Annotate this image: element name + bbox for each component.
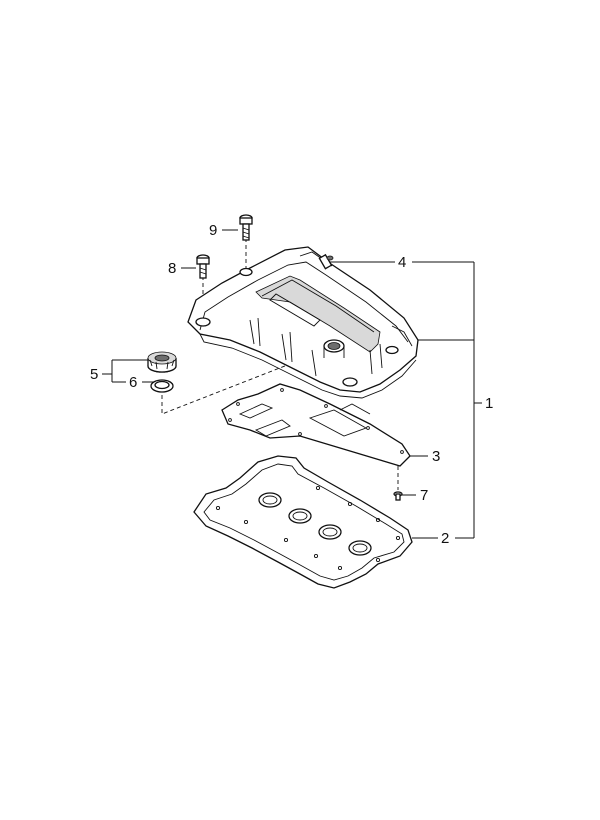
- gasket-2: [193, 455, 413, 589]
- oring-6: [150, 379, 174, 393]
- callout-7: 7: [420, 487, 428, 504]
- callout-labels: 1 2 3 4 5 6 7 8 9: [90, 222, 493, 547]
- stud-4: [318, 253, 334, 270]
- callout-5: 5: [90, 366, 98, 383]
- callout-8: 8: [168, 260, 176, 277]
- cylinder-head-cover: [187, 246, 419, 399]
- screw-7: [393, 491, 403, 501]
- gasket-3: [221, 383, 411, 467]
- bolt-8: [196, 254, 210, 279]
- callout-3: 3: [432, 448, 440, 465]
- callout-2: 2: [441, 530, 449, 547]
- callout-6: 6: [129, 374, 137, 391]
- callout-1: 1: [485, 395, 493, 412]
- bolt-9: [239, 214, 253, 241]
- callout-9: 9: [209, 222, 217, 239]
- oil-filler-cap-5: [147, 351, 177, 373]
- callout-4: 4: [398, 254, 406, 271]
